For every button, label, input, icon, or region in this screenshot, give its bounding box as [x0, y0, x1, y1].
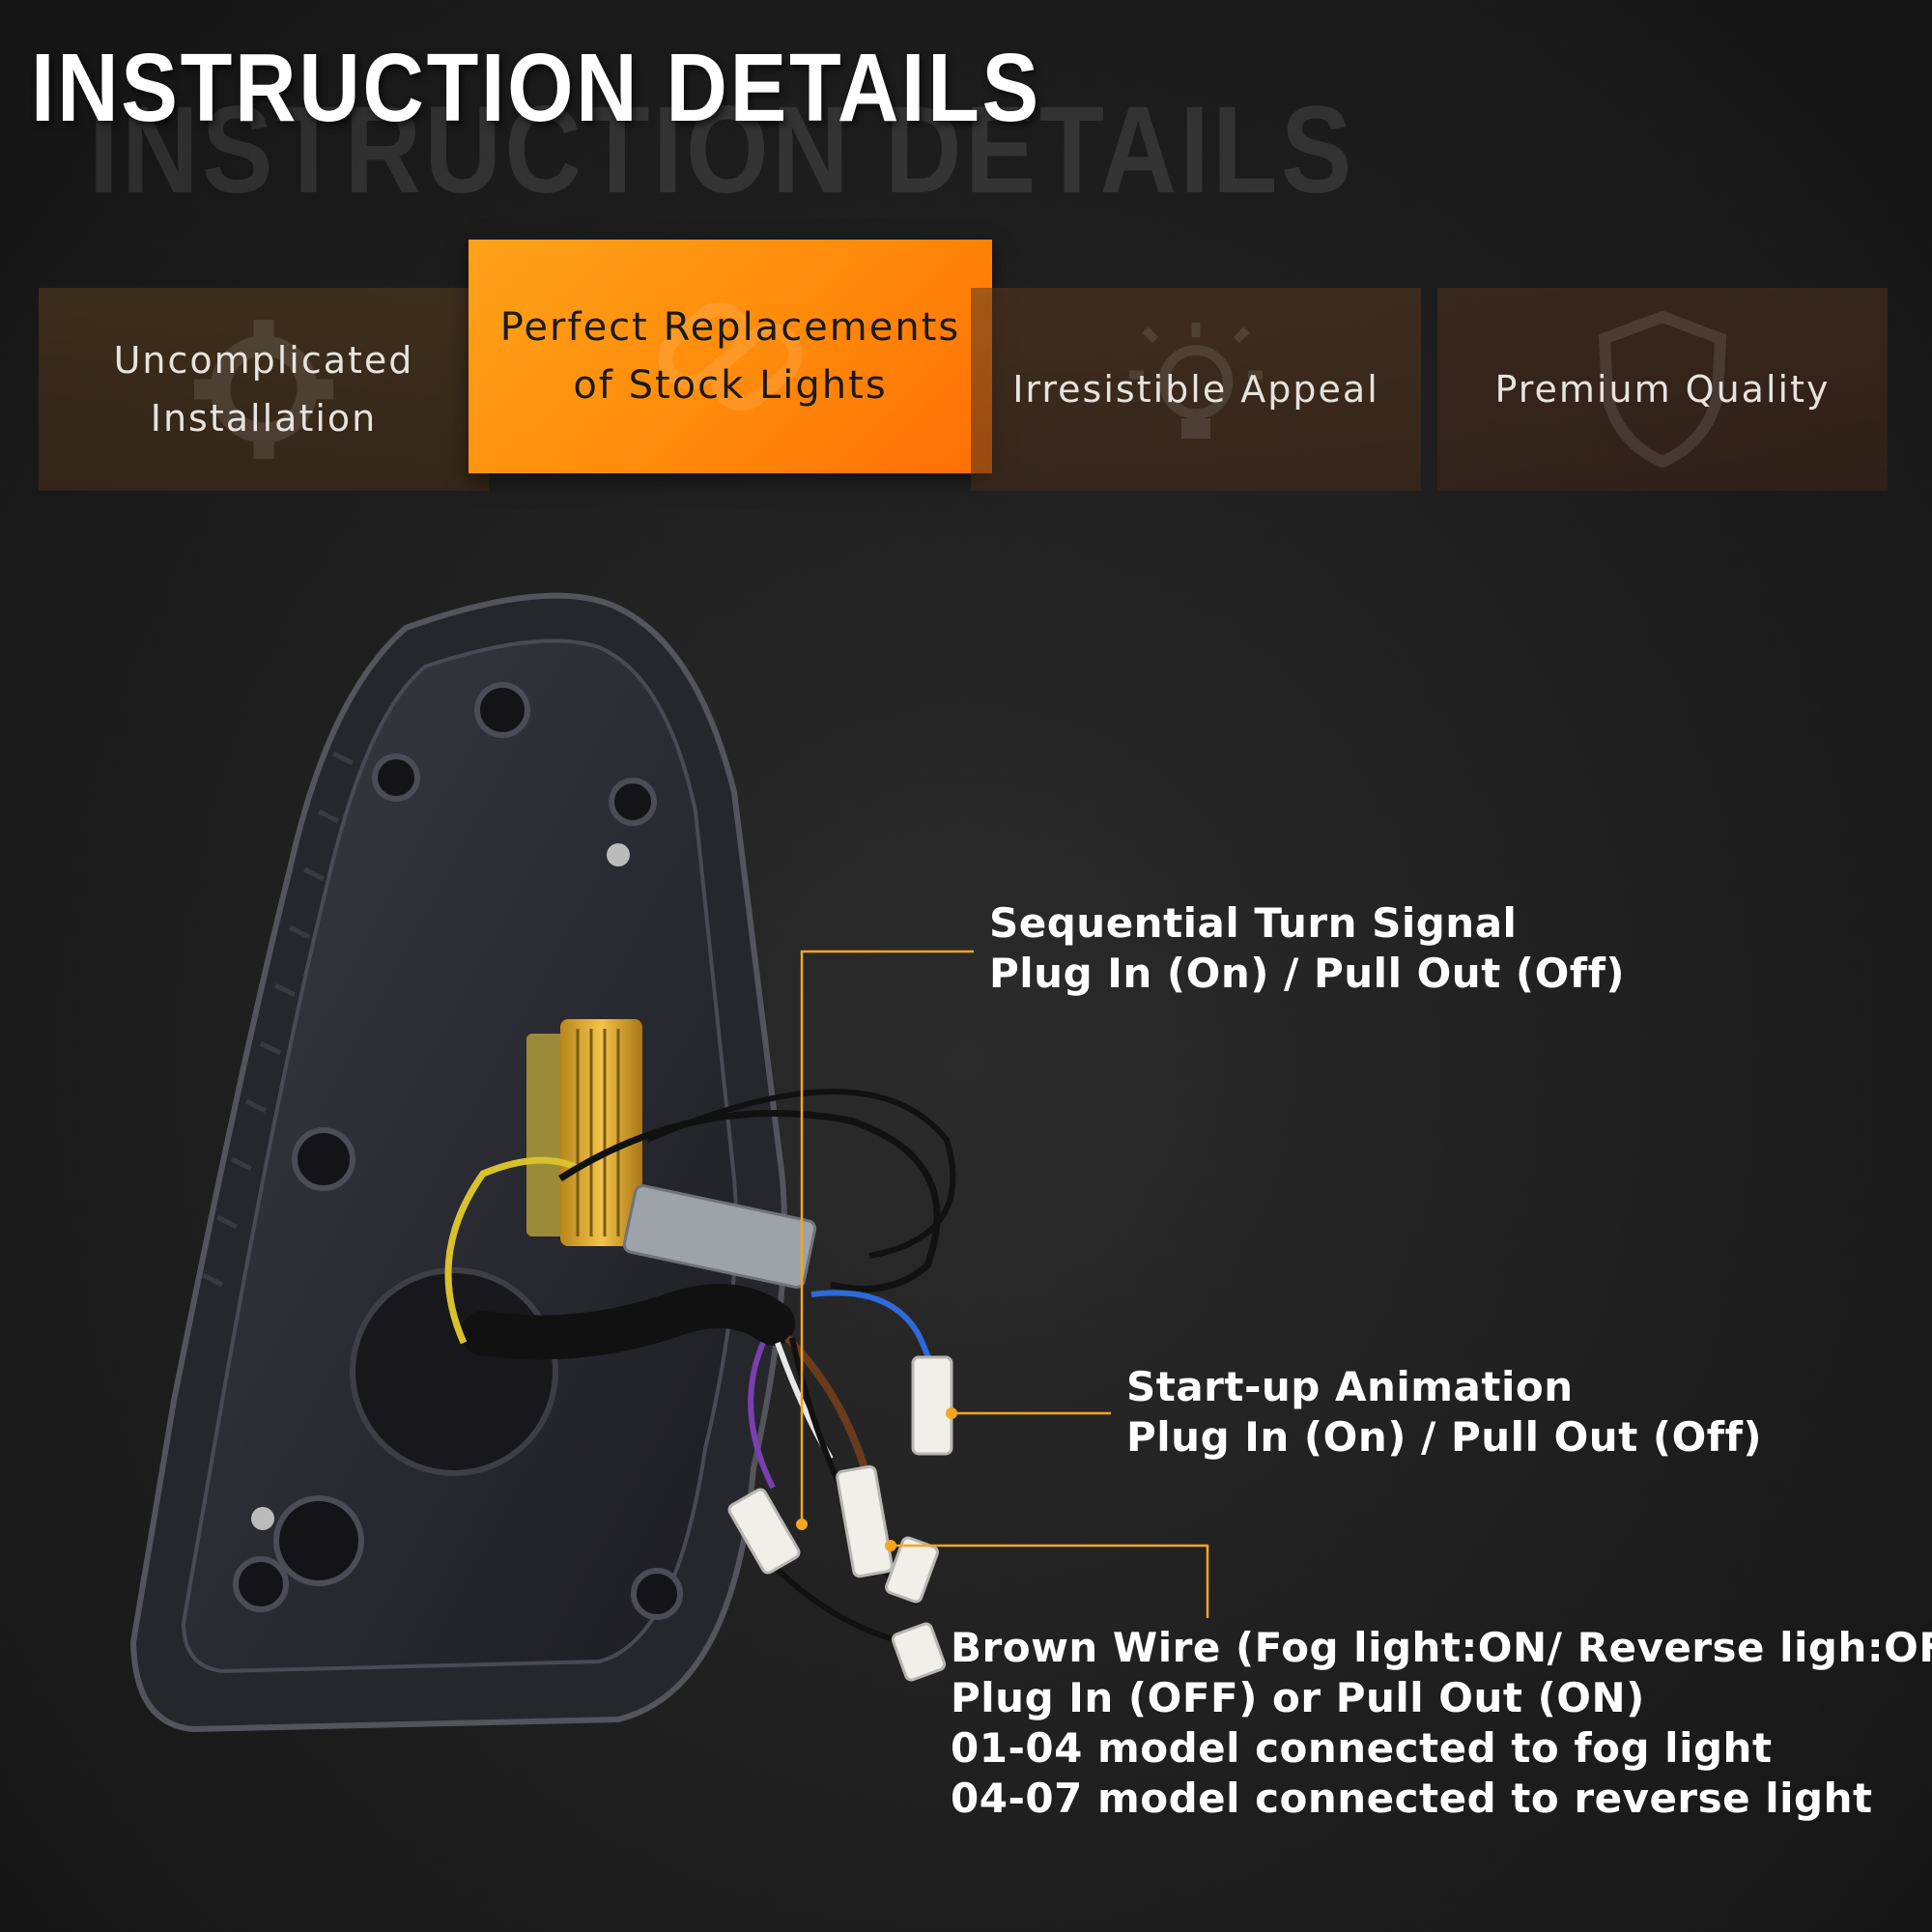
callout-startup-animation: Start-up Animation Plug In (On) / Pull O…: [1126, 1362, 1762, 1463]
fog-reverse-connector: [891, 1622, 947, 1682]
grey-connector: [622, 1184, 817, 1289]
shield-icon: [1598, 310, 1727, 469]
brown-wire-connector: [836, 1464, 894, 1578]
callout-brown-wire: Brown Wire (Fog light:ON/ Reverse ligh:O…: [951, 1623, 1932, 1824]
wire-harness: [461, 1284, 795, 1360]
screw: [607, 843, 630, 867]
callout-text: 04-07 model connected to reverse light: [951, 1775, 1873, 1822]
callout-title: Brown Wire (Fog light:ON/ Reverse ligh:O…: [951, 1624, 1932, 1671]
startup-connector: [911, 1355, 953, 1456]
tab-uncomplicated-installation[interactable]: Uncomplicated Installation: [39, 288, 489, 491]
title-shadow: INSTRUCTION DETAILS: [89, 81, 1355, 219]
turn-signal-connector: [727, 1488, 801, 1575]
lightbulb-icon: [1129, 323, 1263, 439]
tab-label: Premium Quality: [1494, 368, 1831, 411]
mount-bosses: [233, 682, 683, 1620]
callout-text: Plug In (On) / Pull Out (Off): [1126, 1413, 1763, 1461]
tab-label: Perfect Replacements of Stock Lights: [499, 305, 961, 408]
tab-label: Uncomplicated Installation: [113, 339, 414, 440]
brown-wire-plug: [885, 1536, 939, 1604]
link-icon: [658, 302, 803, 411]
gear-icon: [194, 320, 333, 459]
page-title: INSTRUCTION DETAILS: [31, 34, 1041, 142]
housing-ribs: [201, 751, 355, 1288]
callout-text: Plug In (On) / Pull Out (Off): [989, 950, 1626, 997]
tab-label: Irresistible Appeal: [1012, 368, 1379, 411]
tab-irresistible-appeal[interactable]: Irresistible Appeal: [971, 288, 1421, 491]
callout-lines: [800, 950, 1209, 1618]
callout-title: Sequential Turn Signal: [989, 899, 1518, 947]
tab-perfect-replacements[interactable]: Perfect Replacements of Stock Lights: [469, 240, 992, 473]
load-resistor: [560, 1019, 642, 1246]
callout-sequential-turn-signal: Sequential Turn Signal Plug In (On) / Pu…: [989, 898, 1625, 999]
callout-title: Start-up Animation: [1126, 1363, 1574, 1410]
callout-text: Plug In (OFF) or Pull Out (ON): [951, 1674, 1645, 1721]
housing-inner: [181, 639, 738, 1674]
screw: [251, 1507, 274, 1530]
callout-text: 01-04 model connected to fog light: [951, 1724, 1773, 1772]
tab-premium-quality[interactable]: Premium Quality: [1437, 288, 1888, 491]
